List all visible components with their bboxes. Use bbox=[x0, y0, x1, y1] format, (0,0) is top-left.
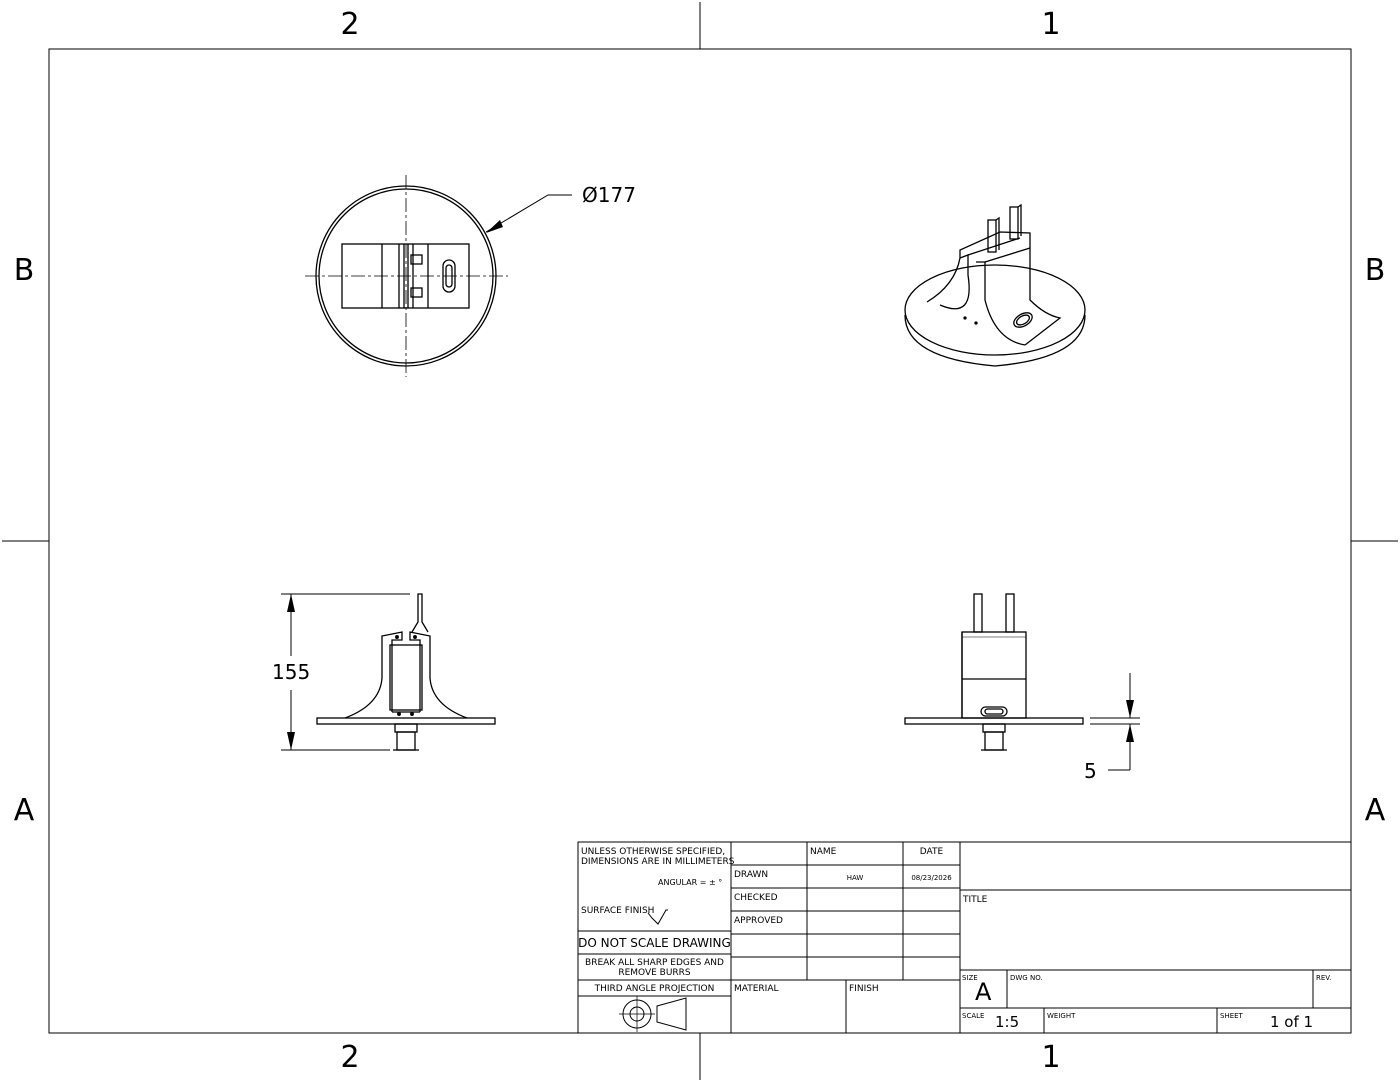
tolerance-note-line2: DIMENSIONS ARE IN MILLIMETERS bbox=[581, 857, 735, 867]
weight-label: WEIGHT bbox=[1047, 1012, 1076, 1020]
sheet-label: SHEET bbox=[1220, 1012, 1243, 1020]
scale-value: 1:5 bbox=[995, 1013, 1020, 1031]
break-edges-line2: REMOVE BURRS bbox=[618, 968, 691, 978]
dwg-no-label: DWG NO. bbox=[1010, 974, 1043, 982]
material-label: MATERIAL bbox=[734, 984, 779, 994]
zone-label-left-a: A bbox=[13, 793, 35, 828]
drawn-name: HAW bbox=[846, 874, 864, 882]
front-view bbox=[281, 593, 496, 751]
title-block-grid bbox=[577, 841, 1352, 1034]
zone-label-bottom-2: 2 bbox=[340, 1040, 360, 1075]
top-view bbox=[305, 175, 572, 377]
size-value: A bbox=[975, 978, 992, 1006]
sheet-value: 1 of 1 bbox=[1270, 1013, 1314, 1031]
drawn-date: 08/23/2026 bbox=[911, 874, 952, 882]
zone-label-top-2: 2 bbox=[340, 7, 360, 42]
isometric-view bbox=[904, 203, 1086, 367]
scale-label: SCALE bbox=[962, 1012, 985, 1020]
zone-label-right-b: B bbox=[1364, 253, 1386, 288]
do-not-scale-note: DO NOT SCALE DRAWING bbox=[578, 936, 731, 950]
diameter-dimension: Ø177 bbox=[582, 183, 636, 207]
zone-label-left-b: B bbox=[13, 253, 35, 288]
thickness-dimension: 5 bbox=[1084, 759, 1097, 783]
checked-label: CHECKED bbox=[734, 893, 778, 903]
approved-label: APPROVED bbox=[734, 916, 783, 926]
side-view bbox=[904, 593, 1140, 771]
zone-label-top-1: 1 bbox=[1041, 7, 1061, 42]
zone-label-right-a: A bbox=[1364, 793, 1386, 828]
header-name: NAME bbox=[810, 847, 837, 857]
surface-finish-label: SURFACE FINISH bbox=[581, 906, 655, 916]
finish-label: FINISH bbox=[849, 984, 879, 994]
drawn-label: DRAWN bbox=[734, 870, 769, 880]
zone-label-bottom-1: 1 bbox=[1041, 1040, 1061, 1075]
header-date: DATE bbox=[919, 847, 944, 857]
angular-tolerance: ANGULAR = ± ° bbox=[658, 878, 723, 887]
title-label: TITLE bbox=[963, 895, 988, 905]
tolerance-note-line1: UNLESS OTHERWISE SPECIFIED, bbox=[581, 847, 726, 857]
size-label: SIZE bbox=[962, 974, 978, 982]
break-edges-line1: BREAK ALL SHARP EDGES AND bbox=[585, 958, 724, 968]
projection-label: THIRD ANGLE PROJECTION bbox=[594, 984, 715, 994]
height-dimension: 155 bbox=[272, 660, 311, 684]
rev-label: REV. bbox=[1316, 974, 1332, 982]
